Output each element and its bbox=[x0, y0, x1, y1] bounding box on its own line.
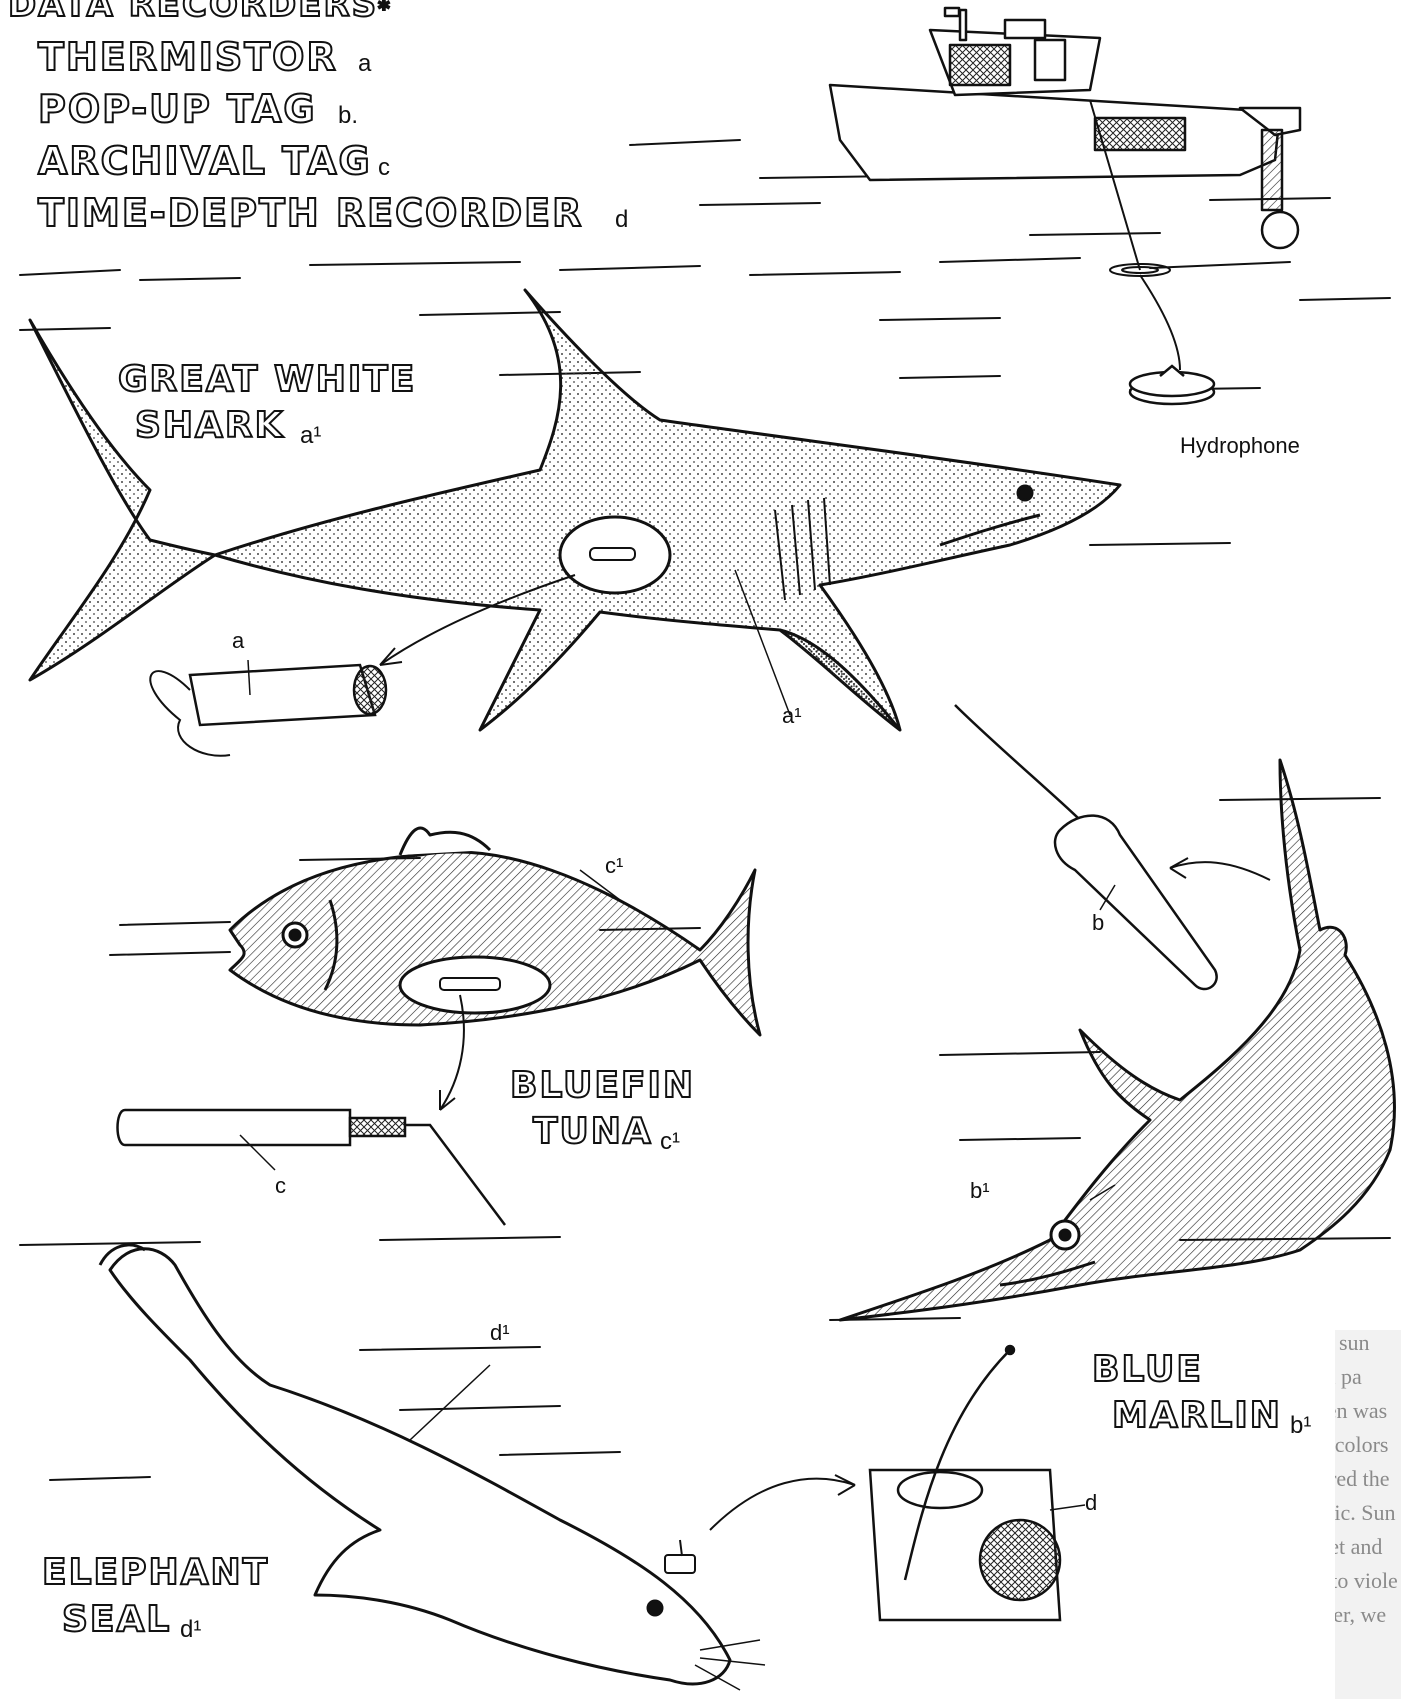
legend-item-sub: c bbox=[378, 156, 390, 180]
bleed-line: The colors bbox=[1335, 1434, 1388, 1456]
hydrophone-label: Hydrophone bbox=[1180, 435, 1300, 457]
archival-tag bbox=[118, 1110, 506, 1225]
shark-title-line2: SHARK bbox=[135, 408, 285, 444]
popup-tag-label: b bbox=[1092, 912, 1104, 934]
legend-item-label: ARCHIVAL TAG bbox=[38, 139, 372, 183]
legend-header-mark: * bbox=[378, 0, 392, 22]
legend-item-sub: d bbox=[615, 208, 628, 232]
seal-title-sub: d¹ bbox=[180, 1618, 201, 1642]
bleed-through-text: sun sun pa When was The colors ordered t… bbox=[1335, 1330, 1401, 1699]
tuna-title-line1: BLUEFIN bbox=[510, 1068, 695, 1104]
legend-item-label: THERMISTOR bbox=[38, 35, 338, 79]
seal-title-line2: SEAL bbox=[62, 1602, 171, 1638]
legend-item-sub: b. bbox=[338, 104, 358, 128]
shark-title-sub: a¹ bbox=[300, 424, 321, 448]
marlin-tag-label: b¹ bbox=[970, 1180, 990, 1202]
boat bbox=[830, 8, 1300, 248]
legend-header-label: DATA RECORDERS bbox=[8, 0, 378, 25]
hydrophone bbox=[1130, 366, 1214, 404]
thermistor-label: a bbox=[232, 630, 244, 652]
time-depth-recorder-label: d bbox=[1085, 1492, 1097, 1514]
seal-arrow bbox=[710, 1475, 855, 1530]
time-depth-recorder bbox=[870, 1346, 1060, 1620]
bleed-line: ...water, we bbox=[1335, 1604, 1386, 1626]
bleed-line: sun pa bbox=[1335, 1366, 1362, 1388]
legend-header: DATA RECORDERS* bbox=[8, 0, 392, 22]
marlin-title-sub: b¹ bbox=[1290, 1414, 1311, 1438]
shark-tag-label: a¹ bbox=[782, 705, 802, 727]
bleed-line: sun bbox=[1339, 1332, 1370, 1354]
leader-lines bbox=[410, 570, 1115, 1510]
bleed-line: ...ight to viole bbox=[1335, 1570, 1398, 1592]
bleed-line: When was bbox=[1335, 1400, 1387, 1422]
shark bbox=[30, 290, 1120, 730]
tuna-tag-label: c¹ bbox=[605, 855, 623, 877]
shark-title-line1: GREAT WHITE bbox=[118, 362, 416, 398]
legend-item-time-depth-recorder: TIME-DEPTH RECORDER bbox=[38, 194, 583, 232]
marlin-arrow bbox=[1170, 858, 1270, 880]
bleed-line: ordered the bbox=[1335, 1468, 1390, 1490]
bleed-line: ...eristic. Sun bbox=[1335, 1502, 1396, 1524]
seal-tag-label: d¹ bbox=[490, 1322, 510, 1344]
marlin-title-line2: MARLIN bbox=[1112, 1398, 1282, 1434]
legend-item-label: TIME-DEPTH RECORDER bbox=[38, 191, 583, 235]
water-lines bbox=[20, 140, 1390, 1480]
tuna-title-line2: TUNA bbox=[533, 1114, 653, 1150]
tuna-title-sub: c¹ bbox=[660, 1130, 680, 1154]
seal-title-line1: ELEPHANT bbox=[42, 1555, 269, 1591]
legend-item-label: POP-UP TAG bbox=[38, 87, 317, 131]
bleed-line: violet and bbox=[1335, 1536, 1382, 1558]
legend-item-archival-tag: ARCHIVAL TAG bbox=[38, 142, 372, 180]
marlin-title-line1: BLUE bbox=[1092, 1352, 1203, 1388]
legend-item-popup-tag: POP-UP TAG bbox=[38, 90, 317, 128]
legend-item-thermistor: THERMISTOR bbox=[38, 38, 338, 76]
legend-item-sub: a bbox=[358, 52, 371, 76]
popup-tag bbox=[955, 705, 1217, 989]
thermistor bbox=[150, 660, 386, 756]
archival-tag-label: c bbox=[275, 1175, 286, 1197]
